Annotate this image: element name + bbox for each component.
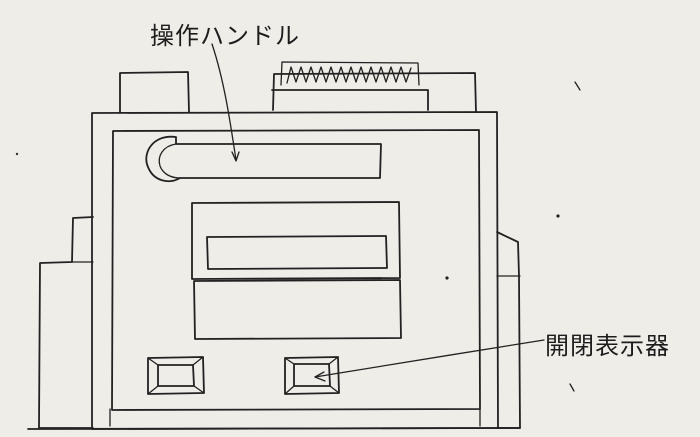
center-panel bbox=[191, 201, 402, 340]
stray-marks bbox=[15, 81, 581, 392]
right-side-blocks bbox=[496, 231, 521, 429]
open-close-indicator-label: 開閉表示器 bbox=[545, 332, 670, 360]
handle-leader-arrow bbox=[211, 43, 240, 162]
left-side-blocks bbox=[38, 216, 94, 429]
left-indicator bbox=[147, 356, 205, 395]
indicator-leader-arrow bbox=[314, 339, 545, 382]
operating-handle bbox=[145, 135, 382, 183]
top-left-block bbox=[119, 71, 190, 114]
spring-coil bbox=[286, 66, 412, 84]
open-close-indicator-shape bbox=[284, 356, 340, 395]
operating-handle-label: 操作ハンドル bbox=[150, 22, 300, 50]
main-body bbox=[27, 111, 521, 430]
top-right-block bbox=[271, 61, 477, 113]
